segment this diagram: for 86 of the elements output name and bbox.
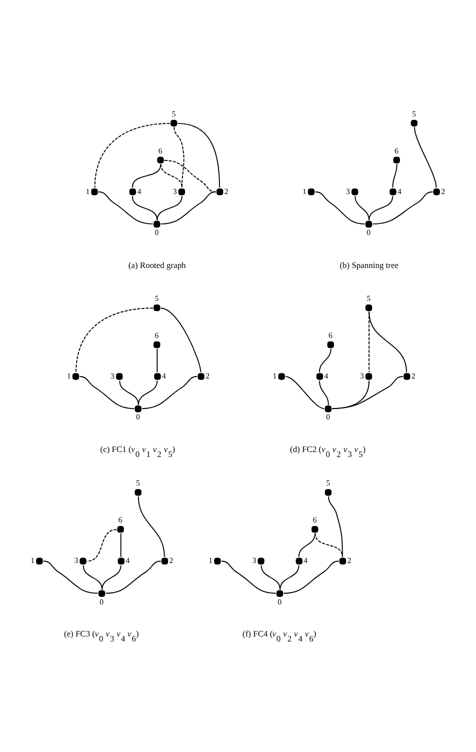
connector xyxy=(160,163,182,188)
connector xyxy=(156,348,158,372)
node-circle xyxy=(72,372,80,380)
connector xyxy=(280,564,300,590)
node-circle xyxy=(393,156,400,163)
node-circle xyxy=(198,372,204,380)
connector xyxy=(283,560,340,594)
connector xyxy=(368,195,394,220)
connector xyxy=(82,564,103,590)
node-circle xyxy=(278,372,285,380)
node-circle xyxy=(154,304,160,311)
connector xyxy=(285,376,325,409)
connector xyxy=(318,348,332,372)
connector xyxy=(354,195,370,220)
node-circle xyxy=(327,340,334,348)
node-circle xyxy=(98,590,106,596)
node-circle xyxy=(36,557,43,564)
node-circle xyxy=(178,188,186,195)
node-circle xyxy=(324,488,332,496)
node-circle xyxy=(170,119,178,126)
connector xyxy=(105,560,162,594)
node-circle xyxy=(214,557,221,564)
connector xyxy=(414,126,437,188)
connector xyxy=(392,163,398,188)
node-circle xyxy=(161,557,168,564)
node-circle xyxy=(117,526,124,532)
node-circle xyxy=(365,372,372,380)
node-circle xyxy=(312,526,318,532)
connector xyxy=(260,564,281,590)
connector xyxy=(142,376,198,409)
connector xyxy=(318,380,329,405)
node-circle xyxy=(216,188,224,195)
node-circle xyxy=(129,188,136,195)
node-circle xyxy=(308,188,315,195)
connector xyxy=(174,126,184,188)
connector xyxy=(314,190,366,224)
node-circle xyxy=(157,156,164,163)
connector xyxy=(314,532,343,557)
connector xyxy=(328,495,343,557)
node-circle xyxy=(154,372,161,380)
node-circle xyxy=(258,557,264,564)
connector xyxy=(138,380,158,405)
connector xyxy=(76,307,154,372)
node-circle xyxy=(118,557,124,564)
node-circle xyxy=(433,188,440,195)
node-circle xyxy=(91,188,98,195)
node-circle xyxy=(296,557,302,564)
connector xyxy=(160,307,202,372)
connector xyxy=(372,190,434,224)
node-circle xyxy=(134,405,142,412)
connector xyxy=(94,122,170,188)
connector xyxy=(138,495,165,557)
node-circle xyxy=(365,304,372,311)
node-circle xyxy=(154,340,160,348)
connector xyxy=(164,159,216,192)
connector xyxy=(86,528,118,562)
connector xyxy=(79,376,135,409)
connector xyxy=(298,532,316,557)
node-circle xyxy=(339,557,346,564)
connector xyxy=(102,564,122,590)
node-circle xyxy=(276,590,284,596)
label: (b) Spanning tree xyxy=(340,259,398,270)
connector xyxy=(156,195,182,220)
connector xyxy=(160,190,216,224)
label: (a) Rooted graph xyxy=(128,259,186,270)
node-circle xyxy=(410,119,418,126)
connector xyxy=(42,560,98,594)
connector xyxy=(332,376,404,409)
node-circle xyxy=(154,220,160,228)
connector xyxy=(132,163,162,188)
connector xyxy=(177,122,220,188)
node-circle xyxy=(116,372,123,380)
node-circle xyxy=(134,488,142,496)
node-circle xyxy=(324,405,332,412)
node-circle xyxy=(365,220,372,228)
connector xyxy=(132,195,158,220)
connector xyxy=(220,560,276,594)
node-circle xyxy=(390,188,396,195)
node-circle xyxy=(404,372,410,380)
node-circle xyxy=(80,557,86,564)
node-circle xyxy=(316,372,324,380)
connector xyxy=(120,532,122,557)
connector xyxy=(98,190,154,224)
connector xyxy=(368,310,408,372)
node-circle xyxy=(352,188,358,195)
connector xyxy=(119,380,139,405)
